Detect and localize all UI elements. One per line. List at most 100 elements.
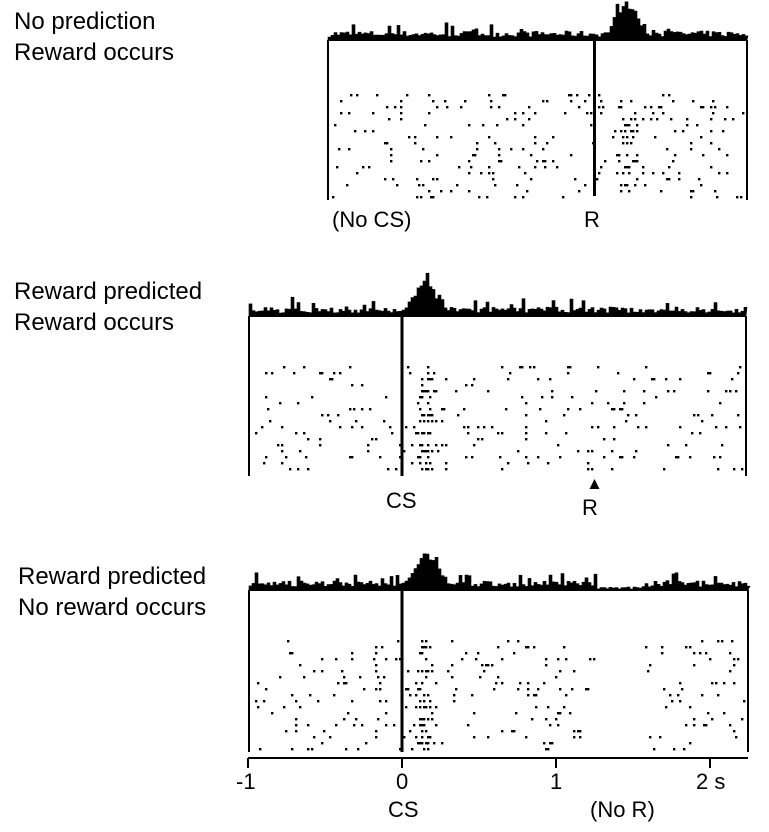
spike-dot bbox=[663, 468, 666, 471]
spike-dot bbox=[647, 670, 650, 673]
spike-dot bbox=[472, 154, 475, 157]
spike-dot bbox=[467, 724, 470, 727]
spike-dot bbox=[319, 372, 322, 375]
spike-dot bbox=[711, 414, 714, 417]
spike-dot bbox=[303, 676, 306, 679]
spike-dot bbox=[427, 450, 430, 453]
spike-dot bbox=[724, 118, 727, 121]
spike-dot bbox=[500, 160, 503, 163]
spike-dot bbox=[295, 700, 298, 703]
spike-dot bbox=[422, 148, 425, 151]
spike-dot bbox=[445, 462, 448, 465]
spike-dot bbox=[475, 658, 478, 661]
spike-dot bbox=[577, 450, 580, 453]
spike-dot bbox=[265, 456, 268, 459]
spike-dot bbox=[573, 730, 576, 733]
spike-dot bbox=[519, 366, 522, 369]
spike-dot bbox=[603, 456, 606, 459]
spike-dot bbox=[435, 706, 438, 709]
spike-dot bbox=[542, 100, 545, 103]
spike-dot bbox=[501, 730, 504, 733]
spike-dot bbox=[674, 130, 677, 133]
spike-dot bbox=[317, 700, 320, 703]
spike-dot bbox=[425, 646, 428, 649]
spike-dot bbox=[409, 694, 412, 697]
spike-dot bbox=[367, 444, 370, 447]
spike-dot bbox=[494, 142, 497, 145]
spike-dot bbox=[379, 688, 382, 691]
spike-dot bbox=[483, 426, 486, 429]
spike-dot bbox=[419, 724, 422, 727]
spike-dot bbox=[636, 130, 639, 133]
spike-dot bbox=[494, 184, 497, 187]
spike-dot bbox=[423, 748, 426, 751]
panel2-label-line1: Reward predicted bbox=[14, 278, 203, 305]
spike-dot bbox=[693, 724, 696, 727]
spike-dot bbox=[591, 402, 594, 405]
spike-dot bbox=[588, 94, 591, 97]
spike-dot bbox=[458, 166, 461, 169]
spike-dot bbox=[307, 438, 310, 441]
spike-dot bbox=[375, 438, 378, 441]
spike-dot bbox=[693, 652, 696, 655]
spike-dot bbox=[335, 724, 338, 727]
spike-dot bbox=[542, 148, 545, 151]
spike-dot bbox=[455, 390, 458, 393]
spike-dot bbox=[361, 724, 364, 727]
spike-dot bbox=[739, 426, 742, 429]
spike-dot bbox=[488, 94, 491, 97]
spike-dot bbox=[725, 390, 728, 393]
spike-dot bbox=[556, 166, 559, 169]
spike-dot bbox=[372, 130, 375, 133]
spike-dot bbox=[361, 408, 364, 411]
spike-dot bbox=[545, 718, 548, 721]
spike-dot bbox=[533, 646, 536, 649]
spike-dot bbox=[701, 694, 704, 697]
spike-dot bbox=[351, 700, 354, 703]
spike-dot bbox=[579, 408, 582, 411]
spike-dot bbox=[668, 178, 671, 181]
spike-dot bbox=[423, 390, 426, 393]
spike-dot bbox=[565, 658, 568, 661]
spike-dot bbox=[420, 160, 423, 163]
x-tick-label-1: 1 bbox=[550, 769, 563, 794]
spike-dot bbox=[712, 100, 715, 103]
spike-dot bbox=[528, 106, 531, 109]
spike-dot bbox=[689, 456, 692, 459]
spike-dot bbox=[529, 366, 532, 369]
spike-dot bbox=[476, 148, 479, 151]
spike-dot bbox=[742, 112, 745, 115]
spike-dot bbox=[660, 106, 663, 109]
spike-dot bbox=[642, 118, 645, 121]
spike-dot bbox=[429, 700, 432, 703]
spike-dot bbox=[307, 468, 310, 471]
spike-dot bbox=[611, 408, 614, 411]
spike-dot bbox=[526, 190, 529, 193]
spike-dot bbox=[501, 658, 504, 661]
spike-dot bbox=[433, 742, 436, 745]
psth-histogram bbox=[248, 553, 751, 591]
spike-dot bbox=[701, 640, 704, 643]
raster-panel-1 bbox=[327, 1, 749, 200]
spike-dot bbox=[440, 190, 443, 193]
spike-dot bbox=[626, 136, 629, 139]
spike-dot bbox=[357, 748, 360, 751]
spike-dot bbox=[577, 730, 580, 733]
spike-dot bbox=[338, 148, 341, 151]
spike-dot bbox=[421, 730, 424, 733]
spike-dot bbox=[417, 402, 420, 405]
spike-dot bbox=[507, 378, 510, 381]
spike-dot bbox=[634, 160, 637, 163]
spike-dot bbox=[427, 468, 430, 471]
spike-dot bbox=[697, 414, 700, 417]
spike-dot bbox=[405, 706, 408, 709]
spike-dot bbox=[551, 390, 554, 393]
spike-dot bbox=[477, 426, 480, 429]
spike-dot bbox=[319, 438, 322, 441]
spike-dot bbox=[415, 682, 418, 685]
spike-dot bbox=[431, 468, 434, 471]
spike-dot bbox=[492, 178, 495, 181]
spike-dot bbox=[625, 420, 628, 423]
spike-dot bbox=[515, 712, 518, 715]
spike-dot bbox=[564, 112, 567, 115]
